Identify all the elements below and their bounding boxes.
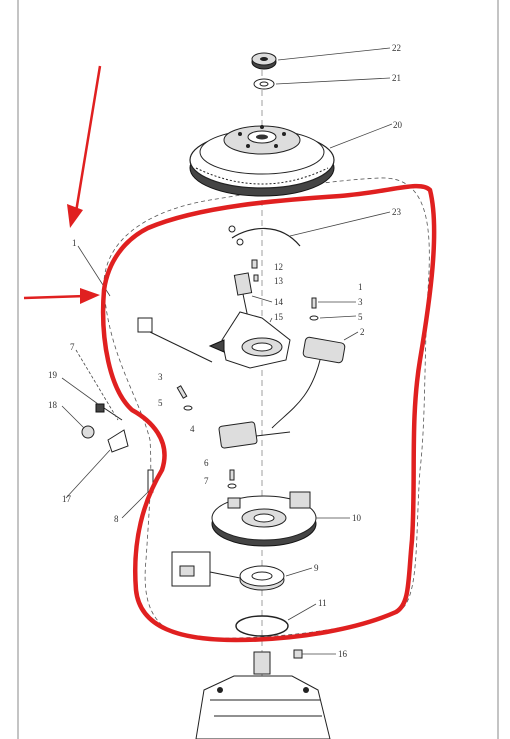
part-label-3b: 3 <box>158 372 163 382</box>
o-ring-part <box>235 615 289 637</box>
part-label-7b: 7 <box>204 476 209 486</box>
spring-part-18 <box>81 425 95 439</box>
part-label-22: 22 <box>392 43 401 53</box>
part-label-18: 18 <box>48 400 58 410</box>
connector-plug-part <box>137 317 213 363</box>
part-label-7: 7 <box>70 342 75 352</box>
washer-part-7b <box>227 483 237 489</box>
wire-clip-part <box>228 225 301 247</box>
part-label-4: 4 <box>190 424 195 434</box>
pulser-bracket-part <box>233 272 253 319</box>
nut-part <box>251 52 277 70</box>
washer-part <box>253 78 275 90</box>
part-label-5: 5 <box>358 312 363 322</box>
part-label-3: 3 <box>358 297 363 307</box>
screw-part-12 <box>251 259 258 269</box>
charge-coil-part <box>208 311 291 369</box>
part-label-6c: 6 <box>204 458 209 468</box>
part-label-8: 8 <box>114 514 119 524</box>
part-label-15: 15 <box>274 312 284 322</box>
part-label-10: 10 <box>352 513 362 523</box>
part-label-16: 16 <box>338 649 348 659</box>
part-label-13: 13 <box>274 276 284 286</box>
part-label-17: 17 <box>62 494 72 504</box>
inset-detail-box <box>171 551 241 587</box>
part-label-9: 9 <box>314 563 319 573</box>
screw-part-3 <box>311 297 317 309</box>
highlight-outline <box>100 183 437 643</box>
stator-base-plate-part <box>211 491 317 547</box>
screw-part-6c <box>229 469 235 481</box>
washer-part-5 <box>309 315 319 321</box>
part-label-11: 11 <box>318 598 327 608</box>
cap-part-16 <box>293 649 303 659</box>
ignition-coil-part <box>271 336 346 429</box>
part-label-20: 20 <box>393 120 403 130</box>
flywheel-part <box>189 125 335 197</box>
part-label-5b: 5 <box>158 398 163 408</box>
part-label-14: 14 <box>274 297 284 307</box>
screw-part-3b <box>176 385 188 399</box>
lever-part-17 <box>107 429 129 453</box>
part-label-1: 1 <box>72 238 77 248</box>
cdi-unit-part <box>218 421 291 449</box>
part-label-1b: 1 <box>358 282 363 292</box>
part-label-19: 19 <box>48 370 58 380</box>
screw-part-13 <box>253 274 259 282</box>
part-label-12: 12 <box>274 262 283 272</box>
crankcase-part <box>195 651 331 739</box>
part-label-21: 21 <box>392 73 401 83</box>
oil-seal-part <box>239 565 285 591</box>
part-label-23: 23 <box>392 207 402 217</box>
arrow-down-icon <box>67 65 102 228</box>
part-label-2: 2 <box>360 327 365 337</box>
bolt-part-19 <box>95 403 123 421</box>
washer-part-5b <box>183 405 193 411</box>
arrow-right-icon <box>23 288 100 304</box>
